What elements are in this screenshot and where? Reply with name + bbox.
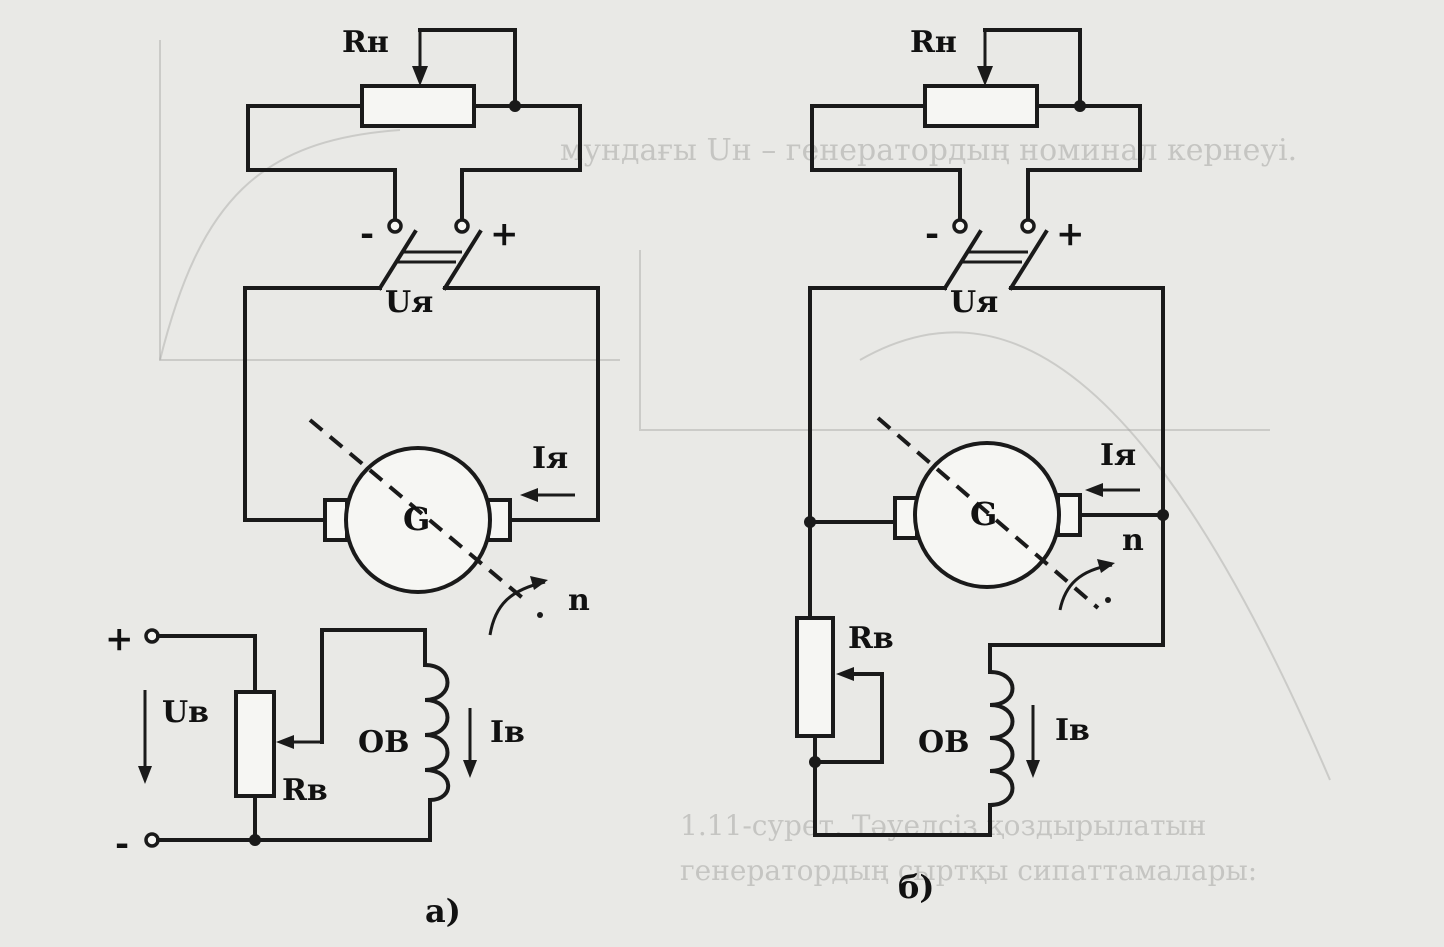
field-current-label-b: Iв [1055, 713, 1090, 748]
bleed-line-1: мундағы Uн – генератордың номинал кернеу… [560, 133, 1297, 168]
generator-label-a: G [403, 500, 430, 538]
speed-label-b: n [1122, 523, 1144, 558]
field-rheostat-a [234, 690, 276, 798]
switch-terminal-minus-b [952, 218, 968, 234]
bleed-curve [159, 129, 401, 361]
field-winding-label-b: OB [918, 725, 970, 760]
bleed-axes-2 [639, 250, 1270, 431]
speed-label-a: n [568, 583, 590, 618]
field-current-label-a: Iв [490, 715, 525, 750]
generator-b [913, 441, 1061, 589]
armature-current-label-b: Iя [1100, 438, 1136, 473]
caption-b: б) [898, 868, 934, 906]
load-circuit-wires-b [810, 104, 1142, 224]
rotation-arrow-a [488, 580, 546, 636]
brush-axis-a [308, 418, 527, 602]
load-wiper-arrow-b [977, 66, 993, 86]
brush-right-b [1056, 493, 1082, 537]
armature-current-arrowhead-a [520, 488, 538, 502]
speed-dot-b [1105, 597, 1111, 603]
field-return-wire-b [813, 760, 992, 837]
switch-terminal-minus-a [387, 218, 403, 234]
junction-a [509, 100, 521, 112]
minus-label-b: - [925, 214, 939, 254]
brush-axis-b [876, 416, 1100, 610]
field-voltage-label-a: Uв [162, 695, 209, 730]
bleed-line-3: генератордың сыртқы сипаттамалары: [680, 854, 1257, 887]
bleed-through: мундағы Uн – генератордың номинал кернеу… [159, 40, 1331, 887]
brush-left-a [323, 498, 349, 542]
field-current-arrowhead-b [1026, 760, 1040, 778]
field-winding-label-a: OB [358, 725, 410, 760]
load-resistor-label-b: Rн [910, 25, 957, 60]
armature-loop-b [808, 286, 1165, 524]
field-rheostat-b [795, 616, 835, 738]
field-winding-a [422, 662, 451, 803]
field-branch-wires-b [808, 513, 1165, 674]
field-winding-b [987, 669, 1015, 808]
field-rheostat-bypass-b [813, 672, 884, 764]
field-return-wire-a [253, 798, 432, 842]
switch-linkage-b [961, 250, 1028, 264]
bleed-curve-2 [859, 331, 1331, 781]
field-junction-a [249, 834, 261, 846]
generator-a [344, 446, 492, 594]
armature-current-label-a: Iя [532, 441, 568, 476]
armature-current-arrowhead-b [1085, 483, 1103, 497]
switch-terminal-plus-a [454, 218, 470, 234]
rotation-arrow-b [1058, 563, 1113, 611]
bleed-axes [159, 40, 620, 361]
plus-label-b: + [1056, 214, 1085, 254]
load-wiper-wire-a [418, 28, 517, 108]
field-voltage-arrowhead-a [138, 766, 152, 784]
field-current-arrowhead-a [463, 760, 477, 778]
switch-terminal-plus-b [1020, 218, 1036, 234]
load-resistor-label-a: Rн [342, 25, 389, 60]
load-resistor-b [923, 84, 1039, 128]
speed-dot-a [537, 612, 543, 618]
rotation-arrowhead-a [530, 576, 548, 590]
field-rheostat-label-b: Rв [848, 621, 894, 656]
minus-label-a: - [360, 214, 374, 254]
field-wiper-wire-a [320, 628, 427, 744]
junction-b [1074, 100, 1086, 112]
switch-linkage-a [396, 250, 462, 264]
field-wiper-arrow-b [836, 667, 854, 681]
field-rheostat-label-a: Rв [282, 773, 328, 808]
armature-voltage-label-a: Uя [385, 285, 433, 320]
caption-a: а) [425, 892, 461, 930]
diagram-a: Rн - + Uя G Iя n + - [105, 25, 600, 930]
armature-loop-a [243, 286, 600, 522]
load-wiper-wire-b [983, 28, 1082, 108]
armature-voltage-label-b: Uя [950, 285, 998, 320]
field-wiper-arrow-a [276, 735, 294, 749]
switch-blades-b [942, 229, 1049, 291]
field-minus-label-a: - [115, 824, 129, 864]
bleed-line-2: 1.11-сурет. Тәуелсіз қоздырылатын [680, 809, 1206, 842]
field-plus-label-a: + [105, 619, 134, 659]
switch-blades-a [377, 229, 483, 291]
rotation-arrowhead-b [1097, 559, 1115, 573]
plus-label-a: + [490, 214, 519, 254]
load-circuit-wires-a [246, 104, 582, 224]
load-wiper-arrow-a [412, 66, 428, 86]
diagram-b: Rн - + Uя G Iя n [795, 25, 1169, 906]
generator-label-b: G [970, 495, 997, 533]
load-resistor-a [360, 84, 476, 128]
